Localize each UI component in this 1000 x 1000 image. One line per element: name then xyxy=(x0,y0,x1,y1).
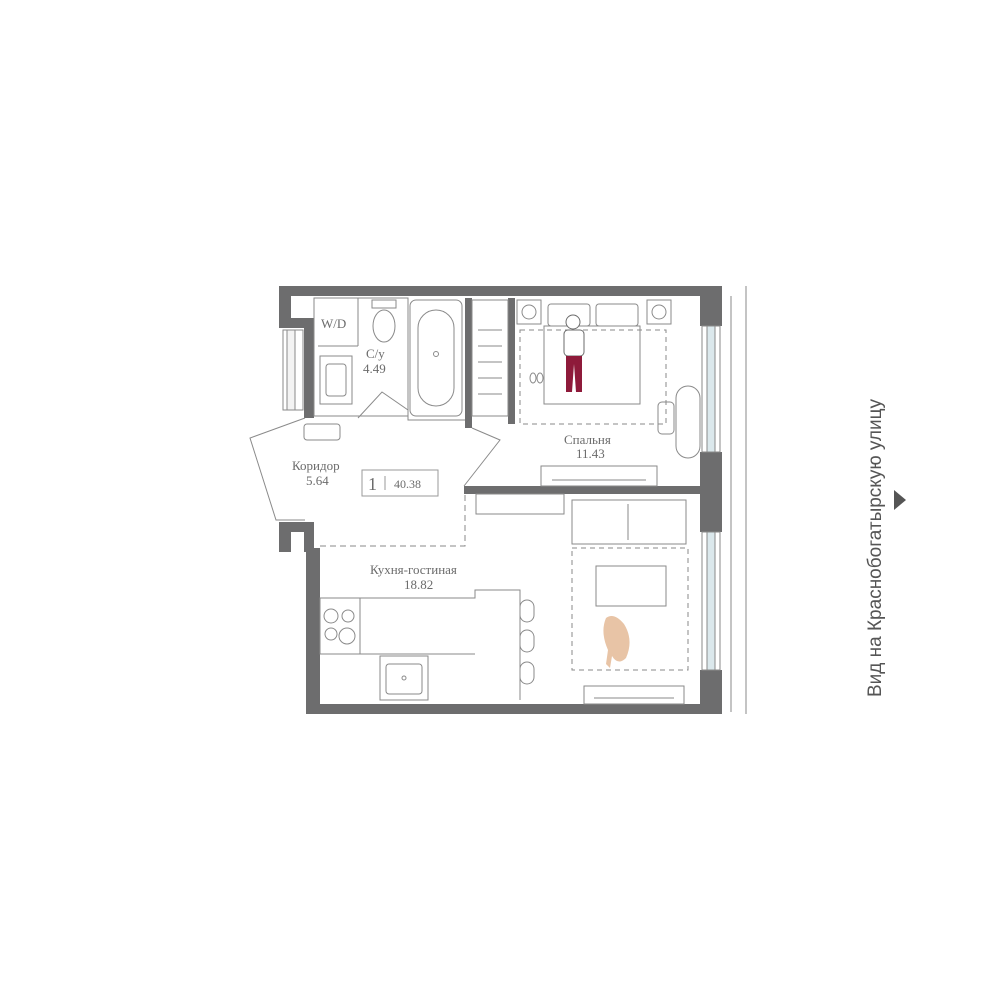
room-name-corridor: Коридор xyxy=(292,458,340,473)
windows xyxy=(282,286,747,714)
street-view: Вид на Краснобогатырскую улицу xyxy=(865,398,906,697)
room-name-kitchen: Кухня-гостиная xyxy=(370,562,457,577)
room-area-corridor: 5.64 xyxy=(306,473,329,488)
cat-icon xyxy=(603,616,630,668)
room-labels: W/D С/у 4.49 Спальня 11.43 Коридор 5.64 … xyxy=(292,316,611,592)
rooms-count: 1 xyxy=(368,474,377,494)
arrow-right-icon xyxy=(894,490,906,510)
wd-label: W/D xyxy=(321,316,346,331)
slippers-icon xyxy=(529,372,544,384)
room-area-kitchen: 18.82 xyxy=(404,577,433,592)
walls xyxy=(279,286,722,714)
room-name-wc: С/у xyxy=(366,346,385,361)
street-view-label: Вид на Краснобогатырскую улицу xyxy=(865,398,886,697)
room-name-bedroom: Спальня xyxy=(564,432,611,447)
furniture xyxy=(303,299,701,705)
room-area-wc: 4.49 xyxy=(363,361,386,376)
apartment-badge: 1 40.38 xyxy=(361,469,439,497)
room-outlines xyxy=(249,297,521,701)
person-icon xyxy=(563,314,585,392)
total-area: 40.38 xyxy=(394,477,421,491)
room-area-bedroom: 11.43 xyxy=(576,446,605,461)
